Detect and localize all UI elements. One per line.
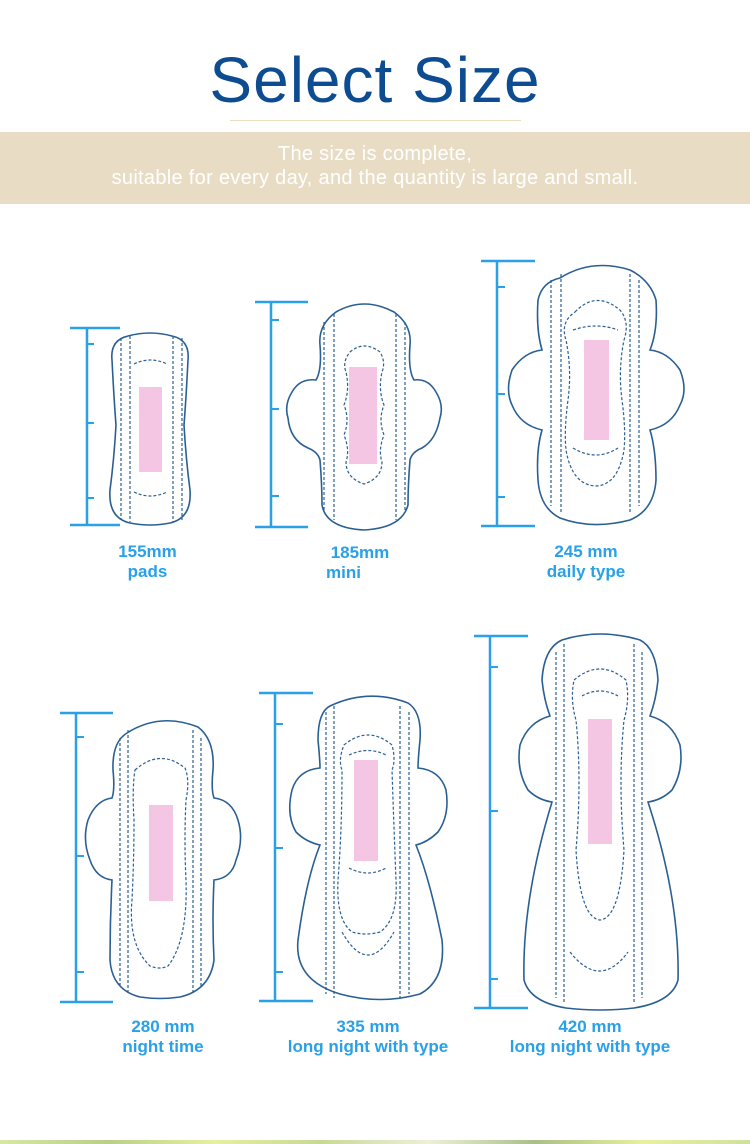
size-type: long night with type [287,1037,449,1056]
ruler-icon [70,326,120,527]
caption-245mm: 245 mm daily type [530,542,642,582]
size-length: 335 mm [336,1017,400,1036]
caption-280mm: 280 mm night time [108,1017,218,1057]
size-type: long night with type [509,1037,671,1056]
subtitle-line-1: The size is complete, [277,143,473,165]
size-type: mini [326,563,361,582]
subtitle-banner: The size is complete, suitable for every… [0,132,750,204]
ruler-icon [60,711,113,1004]
size-length: 245 mm [554,542,618,561]
size-length: 280 mm [131,1017,195,1036]
subtitle-line-2: suitable for every day, and the quantity… [111,167,639,189]
ruler-icon [259,691,313,1003]
caption-185mm: 185mm mini [320,543,400,583]
ruler-icon [474,634,528,1010]
size-type: night time [122,1037,204,1056]
size-type: daily type [546,562,626,581]
ruler-icon [481,259,535,528]
size-length: 185mm [330,543,390,562]
caption-420mm: 420 mm long night with type [494,1017,686,1057]
ruler-icon [255,300,308,529]
footer-decorative-strip [0,1140,750,1144]
title-divider [230,120,521,121]
page-title: Select Size [209,44,541,116]
size-length: 420 mm [558,1017,622,1036]
size-type: pads [127,562,168,581]
size-length: 155mm [118,542,177,561]
caption-155mm: 155mm pads [100,542,195,582]
caption-335mm: 335 mm long night with type [272,1017,464,1057]
